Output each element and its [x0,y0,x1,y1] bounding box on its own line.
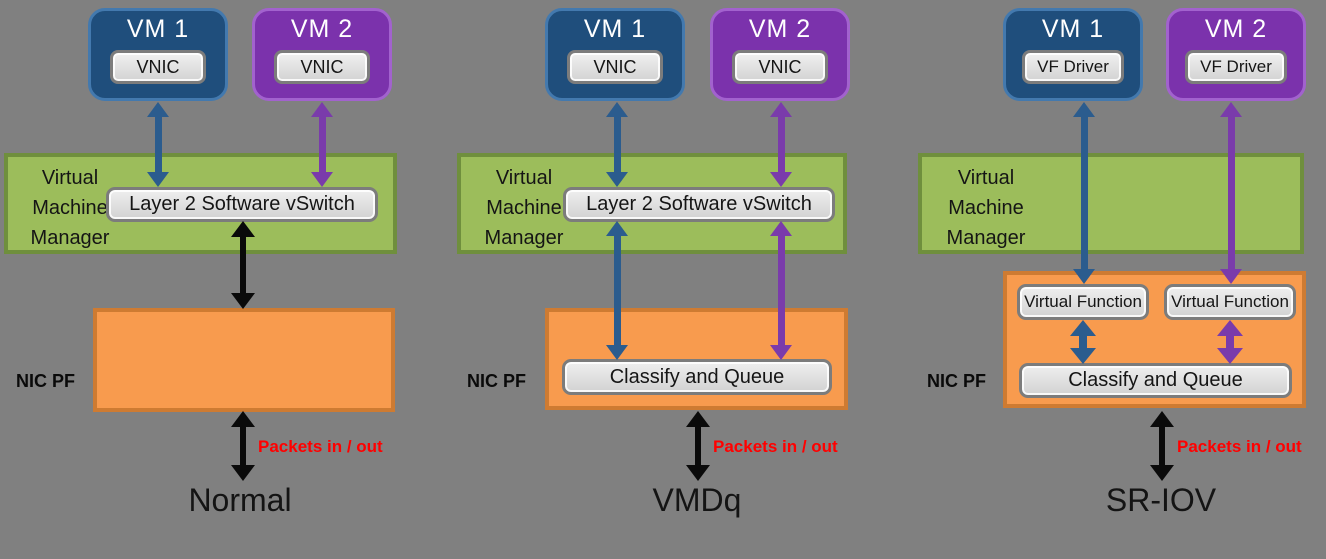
classify-queue-box-vmdq: Classify and Queue [562,359,832,395]
vnic-label: VNIC [593,56,637,77]
vnic-box: VNIC [567,50,663,84]
vf1-queue-arrow [1070,320,1096,364]
arrow-down-icon [606,172,628,187]
vmm-label-normal: Virtual Machine Manager [30,167,110,249]
packets-arrow [686,411,710,481]
arrow-up-icon [606,221,628,236]
vswitch-box-normal: Layer 2 Software vSwitch [106,187,378,222]
arrow-up-icon [1073,102,1095,117]
packets-arrow [231,411,255,481]
arrow-up-icon [606,102,628,117]
vm2-box-sriov: VM 2 VF Driver [1166,8,1306,101]
vm2-vswitch-arrow [311,102,333,187]
packets-label: Packets in / out [258,437,383,456]
vm1-label: VM 1 [583,15,647,43]
panel-title-normal: Normal [188,482,292,518]
arrow-down-icon [1073,269,1095,284]
vswitch-nic-arrow [231,221,255,309]
vmm-label-vmdq: Virtual Machine Manager [484,167,564,249]
classify-queue-label: Classify and Queue [609,365,785,388]
packets-label: Packets in / out [713,437,838,456]
vswitch-label: Layer 2 Software vSwitch [129,193,355,215]
virtual-function-label: Virtual Function [1171,292,1289,311]
arrow-down-icon [606,345,628,360]
vswitch-label: Layer 2 Software vSwitch [586,193,812,215]
arrow-up-icon [770,102,792,117]
nic-pf-label: NIC PF [467,371,527,391]
panel-title-vmdq: VMDq [652,482,742,518]
vm1-box-normal: VM 1 VNIC [88,8,228,101]
classify-queue-label: Classify and Queue [1068,369,1243,391]
vnic-box: VNIC [732,50,828,84]
vm2-box-normal: VM 2 VNIC [252,8,392,101]
arrow-down-icon [770,345,792,360]
arrow-up-icon [231,411,255,427]
vf-driver-box: VF Driver [1185,50,1287,84]
arrow-down-icon [1220,269,1242,284]
vm2-vswitch-arrow [770,102,792,187]
arrow-down-icon [1070,348,1096,364]
arrow-up-icon [147,102,169,117]
vm2-label: VM 2 [748,15,812,43]
panel-title-sriov: SR-IOV [1105,482,1217,518]
arrow-down-icon [231,465,255,481]
vm2-label: VM 2 [1204,15,1268,43]
arrow-up-icon [1070,320,1096,336]
vm1-label: VM 1 [1041,15,1105,43]
virtual-function-box-2: Virtual Function [1164,284,1296,320]
vm1-box-vmdq: VM 1 VNIC [545,8,685,101]
vm2-label: VM 2 [290,15,354,43]
vf-driver-box: VF Driver [1022,50,1124,84]
vm1-vswitch-arrow [606,102,628,187]
packets-arrow [1150,411,1174,481]
arrow-up-icon [1217,320,1243,336]
vm1-label: VM 1 [126,15,190,43]
vf-driver-label: VF Driver [1200,57,1272,76]
vm1-box-sriov: VM 1 VF Driver [1003,8,1143,101]
vf-driver-label: VF Driver [1037,57,1109,76]
arrow-down-icon [1150,465,1174,481]
vm2-box-vmdq: VM 2 VNIC [710,8,850,101]
arrow-down-icon [686,465,710,481]
arrow-up-icon [311,102,333,117]
arrow-down-icon [770,172,792,187]
arrow-up-icon [770,221,792,236]
packets-label: Packets in / out [1177,437,1302,456]
arrow-up-icon [1220,102,1242,117]
arrow-down-icon [1217,348,1243,364]
vnic-box: VNIC [110,50,206,84]
arrow-up-icon [686,411,710,427]
virtual-function-box-1: Virtual Function [1017,284,1149,320]
vswitch-queue-arrow-vm2 [770,221,792,360]
vnic-box: VNIC [274,50,370,84]
nic-pf-label: NIC PF [16,371,76,391]
nic-pf-box-normal [93,308,395,412]
arrow-down-icon [311,172,333,187]
arrow-up-icon [231,221,255,237]
arrow-up-icon [1150,411,1174,427]
vswitch-box-vmdq: Layer 2 Software vSwitch [563,187,835,222]
vm1-vswitch-arrow [147,102,169,187]
classify-queue-box-sriov: Classify and Queue [1019,363,1292,398]
vm2-vf-arrow [1220,102,1242,284]
arrow-down-icon [231,293,255,309]
vswitch-queue-arrow-vm1 [606,221,628,360]
vnic-label: VNIC [300,56,344,77]
vf2-queue-arrow [1217,320,1243,364]
vm1-vf-arrow [1073,102,1095,284]
arrow-down-icon [147,172,169,187]
virtual-function-label: Virtual Function [1024,292,1142,311]
vmm-box-sriov [918,153,1304,254]
vmm-label-sriov: Virtual Machine Manager [946,167,1026,249]
vnic-label: VNIC [136,56,180,77]
nic-pf-label: NIC PF [927,371,987,391]
vnic-label: VNIC [758,56,802,77]
